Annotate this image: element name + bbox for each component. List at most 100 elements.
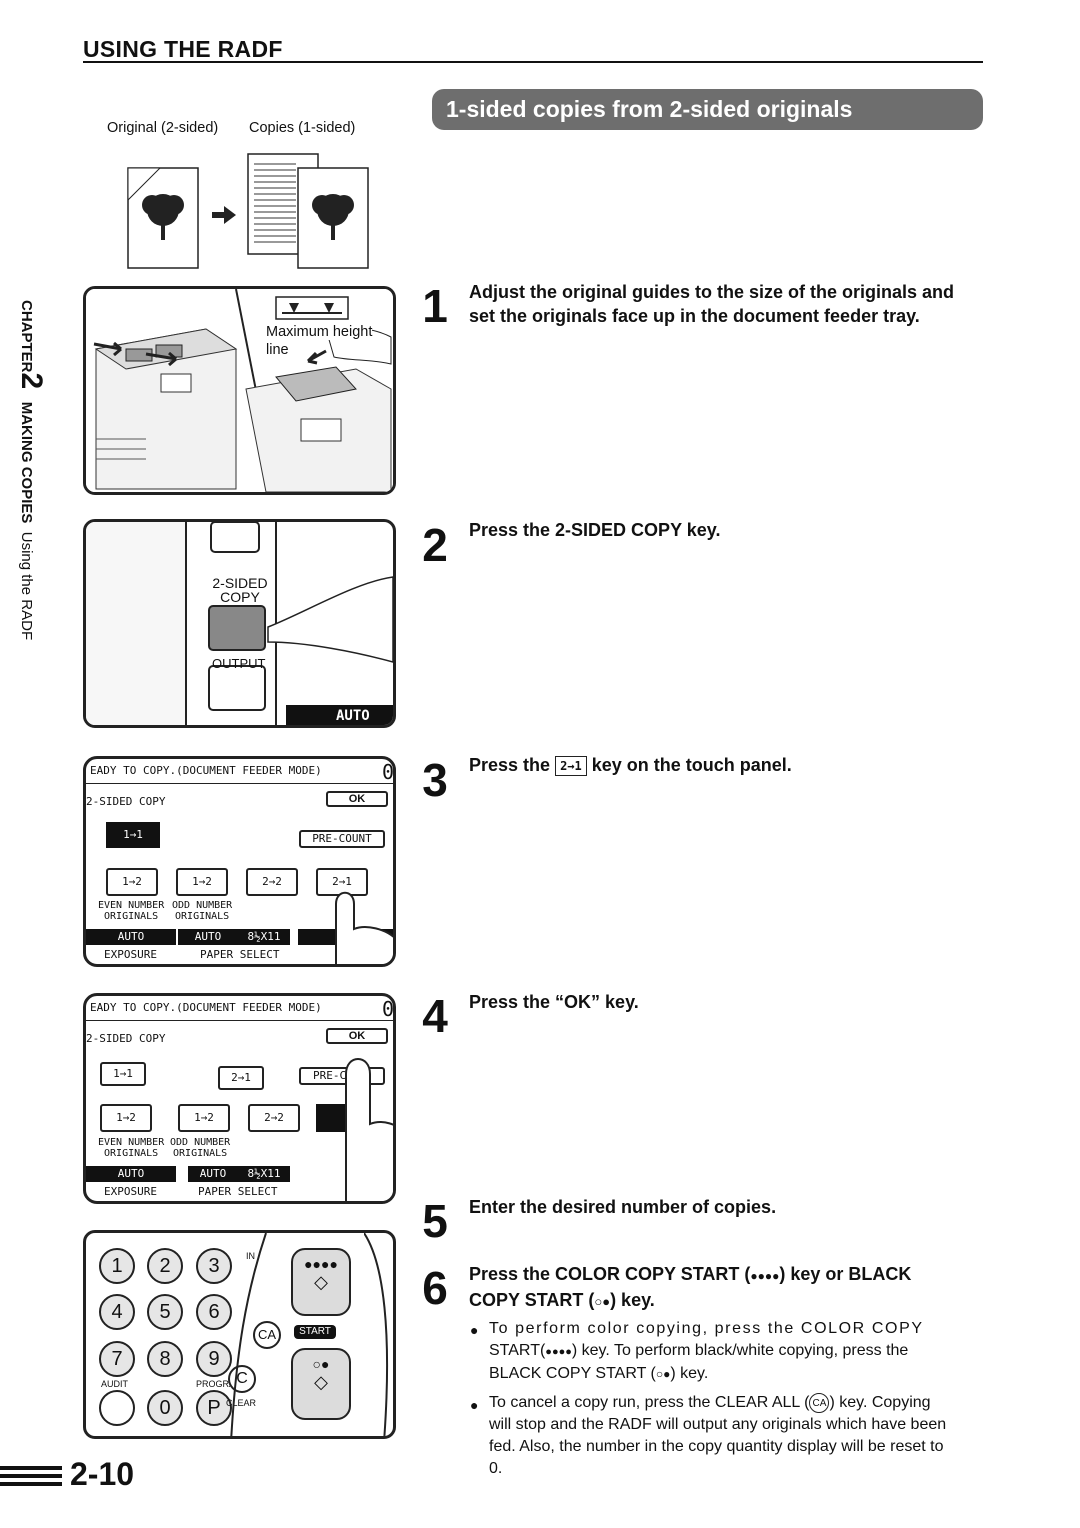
keypad-7-button[interactable]: 7: [99, 1341, 135, 1377]
lcd-b-count: 0: [382, 997, 395, 1021]
duplex-key-panel: 2-SIDED COPY OUTPUT AUTO: [83, 519, 396, 728]
step-4-text: Press the “OK” key.: [469, 992, 639, 1012]
lcd-b-auto-paper[interactable]: AUTO: [188, 1166, 238, 1182]
keypad-3-button[interactable]: 3: [196, 1248, 232, 1284]
section-title: USING THE RADF: [83, 36, 283, 62]
touch-panel-a: EADY TO COPY.(DOCUMENT FEEDER MODE) 0 2-…: [83, 756, 396, 967]
lcd-b-2-to-2-key[interactable]: 2→2: [248, 1104, 300, 1132]
lcd-b-1-to-1-key[interactable]: 1→1: [100, 1062, 146, 1086]
note-1-bullet: ●: [470, 1322, 479, 1338]
finger-pointer-icon: [345, 1058, 393, 1201]
black-dots-icon: ○●: [655, 1367, 671, 1381]
step-6-number: 6: [422, 1262, 448, 1314]
note-1-line-2a: START(: [489, 1342, 546, 1359]
lcd-b-exposure-label: EXPOSURE: [104, 1185, 157, 1198]
keypad-0-button[interactable]: 0: [147, 1390, 183, 1426]
lcd-a-paper-size: 8½X11: [238, 929, 290, 945]
keypad-5-button[interactable]: 5: [147, 1294, 183, 1330]
keypad-9-button[interactable]: 9: [196, 1341, 232, 1377]
start-diamond-icon: ◇: [314, 1372, 328, 1392]
step-2-text: Press the 2-SIDED COPY key.: [469, 520, 721, 540]
lcd-a-precount-key[interactable]: PRE-COUNT: [299, 830, 385, 848]
note-1-line-3a: BLACK COPY START (: [489, 1365, 656, 1382]
start-label: START: [294, 1325, 336, 1339]
lcd-b-paper-size: 8½X11: [238, 1166, 290, 1182]
keypad-4-button[interactable]: 4: [99, 1294, 135, 1330]
audit-button[interactable]: [99, 1390, 135, 1426]
header-rule: [83, 61, 983, 63]
clear-all-icon: CA: [809, 1392, 830, 1413]
note-2-line-2: will stop and the RADF will output any o…: [489, 1416, 947, 1433]
clear-all-button[interactable]: CA: [253, 1321, 281, 1349]
lcd-a-even-label-2: ORIGINALS: [104, 911, 159, 922]
step-6-line1-b: ) key or BLACK: [779, 1264, 912, 1284]
interrupt-label: IN: [246, 1251, 255, 1261]
lcd-b-odd-label-2: ORIGINALS: [173, 1148, 228, 1159]
step-6-line2-b: ) key.: [610, 1290, 655, 1310]
lcd-a-ok-button[interactable]: OK: [326, 791, 388, 807]
tree-icon: [142, 194, 184, 240]
lcd-b-auto-exposure[interactable]: AUTO: [86, 1166, 176, 1182]
note-2-line-3: fed. Also, the number in the copy quanti…: [489, 1438, 944, 1455]
lcd-a-paper-select-label: PAPER SELECT: [200, 948, 280, 961]
step-4-number: 4: [422, 990, 448, 1042]
step-3-key-icon: 2→1: [555, 756, 587, 777]
lcd-b-odd-key[interactable]: 1→2: [178, 1104, 230, 1132]
footer-bar-1: [0, 1466, 62, 1470]
lcd-a-odd-label-1: ODD NUMBER: [172, 900, 233, 911]
chapter-subsection-label: Using the RADF: [18, 531, 35, 641]
max-height-line-label: line: [266, 342, 289, 358]
chapter-section-label: MAKING COPIES: [18, 401, 35, 524]
lcd-a-auto-paper[interactable]: AUTO: [178, 929, 238, 945]
step-3-text-pre: Press the: [469, 755, 551, 775]
lcd-b-paper-select-label: PAPER SELECT: [198, 1185, 278, 1198]
lcd-a-odd-label-2: ORIGINALS: [175, 911, 230, 922]
lcd-a-count: 0: [382, 760, 395, 784]
clear-button[interactable]: C: [228, 1365, 256, 1393]
keypad-6-button[interactable]: 6: [196, 1294, 232, 1330]
start-diamond-icon: ◇: [314, 1272, 328, 1292]
max-height-label: Maximum height: [266, 324, 373, 340]
color-copy-start-button[interactable]: ●●●● ◇: [291, 1248, 351, 1316]
lcd-a-status: EADY TO COPY.(DOCUMENT FEEDER MODE): [90, 764, 322, 777]
lcd-b-even-label-1: EVEN NUMBER: [98, 1137, 165, 1148]
keypad-1-button[interactable]: 1: [99, 1248, 135, 1284]
lcd-a-even-label-1: EVEN NUMBER: [98, 900, 165, 911]
lcd-a-1-to-1-key[interactable]: 1→1: [106, 822, 160, 848]
radf-feeder-illustration: Maximum height line: [83, 286, 396, 495]
program-button[interactable]: P: [196, 1390, 232, 1426]
step-5-number: 5: [422, 1195, 448, 1247]
step-1-number: 1: [422, 280, 448, 332]
lcd-b-ok-button[interactable]: OK: [326, 1028, 388, 1044]
lcd-a-auto-exposure[interactable]: AUTO: [86, 929, 176, 945]
black-copy-start-button[interactable]: ○● ◇: [291, 1348, 351, 1420]
step-6-line2-a: COPY START (: [469, 1290, 595, 1310]
duplex-key-label-2: COPY: [220, 589, 260, 605]
section-heading: 1-sided copies from 2-sided originals: [432, 89, 983, 130]
lcd-a-odd-key[interactable]: 1→2: [176, 868, 228, 896]
auto-indicator: AUTO: [336, 708, 370, 724]
note-2-bullet: ●: [470, 1397, 479, 1413]
lcd-b-odd-label-1: ODD NUMBER: [170, 1137, 231, 1148]
clear-label: CLEAR: [226, 1398, 257, 1408]
note-1-line-1: To perform color copying, press the COLO…: [489, 1320, 924, 1337]
keypad-2-button[interactable]: 2: [147, 1248, 183, 1284]
lcd-b-2-to-1-key-selected[interactable]: 2→1: [218, 1066, 264, 1090]
note-1-line-3b: ) key.: [670, 1365, 709, 1382]
keypad-8-button[interactable]: 8: [147, 1341, 183, 1377]
note-2-line-1b: ) key. Copying: [829, 1394, 931, 1411]
program-label: PROGRA: [196, 1379, 236, 1389]
step-1-text: Adjust the original guides to the size o…: [469, 282, 955, 326]
chapter-label: CHAPTER: [18, 300, 35, 373]
page-number: 2-10: [70, 1456, 135, 1492]
lcd-b-even-key[interactable]: 1→2: [100, 1104, 152, 1132]
lcd-a-2-to-2-key[interactable]: 2→2: [246, 868, 298, 896]
copies-caption: Copies (1-sided): [249, 120, 356, 136]
chapter-side-tab: CHAPTER2 MAKING COPIES Using the RADF: [15, 300, 48, 720]
lcd-a-even-key[interactable]: 1→2: [106, 868, 158, 896]
keypad-panel: 1 2 3 4 5 6 7 8 9 0 P AUDIT PROGRA IN CA…: [83, 1230, 396, 1439]
lcd-b-status: EADY TO COPY.(DOCUMENT FEEDER MODE): [90, 1001, 322, 1014]
footer-bar-3: [0, 1482, 62, 1486]
audit-label: AUDIT: [101, 1379, 128, 1389]
step-3-text-post: key on the touch panel.: [591, 755, 792, 775]
